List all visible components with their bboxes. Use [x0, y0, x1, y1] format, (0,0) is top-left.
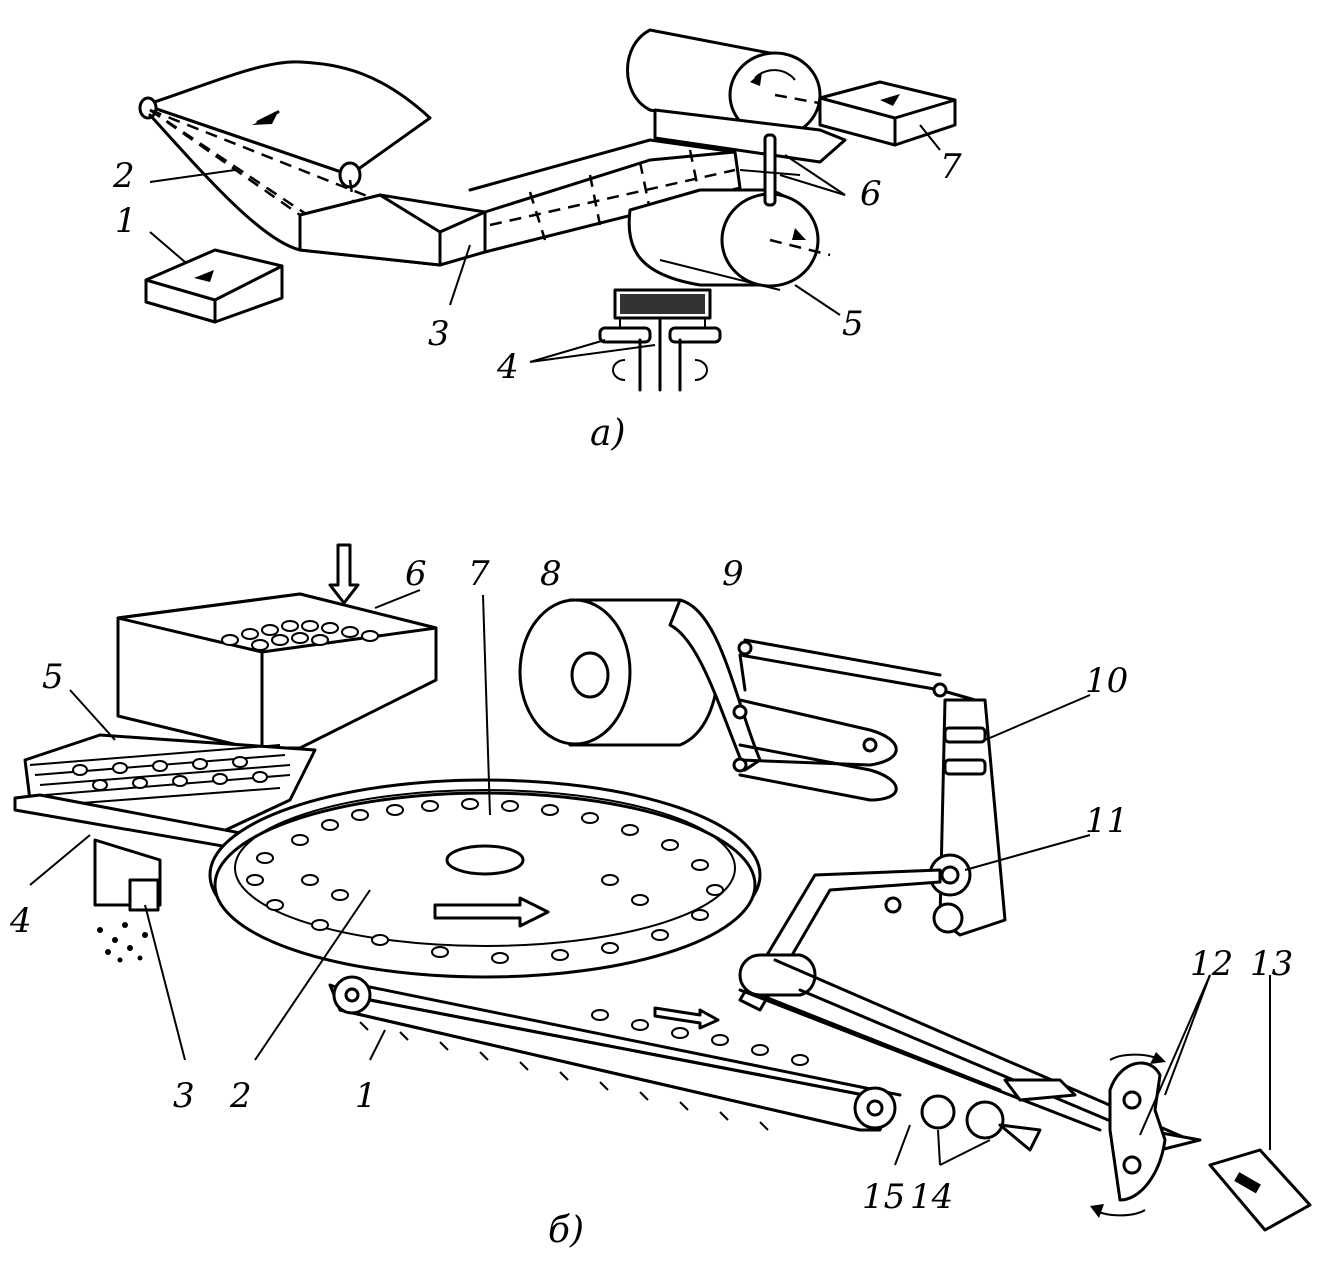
a-label-2: 2 — [112, 156, 135, 196]
a-label-4: 4 — [496, 347, 519, 387]
figure-a: 1 2 3 4 5 6 7 а) — [112, 28, 962, 454]
a-cutters — [739, 133, 801, 207]
a-leader-4a — [529, 339, 606, 363]
a-caption: а) — [590, 413, 626, 454]
b-chain-conveyor — [328, 975, 902, 1132]
b-label-11: 11 — [1085, 801, 1128, 841]
b-label-13: 13 — [1250, 944, 1293, 984]
b-festoon — [732, 638, 1007, 937]
a-label-6: 6 — [860, 174, 882, 214]
b-label-8: 8 — [540, 554, 562, 594]
a-leader-1 — [149, 231, 186, 263]
b-hopper — [116, 543, 438, 750]
a-leader-5 — [794, 284, 841, 316]
b-label-9: 9 — [722, 554, 744, 594]
figure-b: 5 4 3 2 1 6 7 8 9 10 11 12 13 14 15 б) — [9, 543, 1312, 1251]
a-brick-1 — [144, 248, 284, 324]
a-product-7 — [818, 80, 957, 147]
a-leader-4b — [529, 344, 656, 363]
b-package — [1208, 1148, 1312, 1232]
a-leader-7 — [919, 124, 941, 151]
a-leader-3 — [449, 244, 471, 306]
b-rotary-table — [208, 778, 762, 979]
a-leader-6b — [784, 154, 846, 196]
a-leader-2 — [149, 169, 236, 183]
b-label-10: 10 — [1085, 661, 1128, 701]
b-label-1: 1 — [355, 1076, 377, 1116]
b-label-5: 5 — [42, 657, 64, 697]
b-cutter-drum — [1090, 1052, 1167, 1218]
b-label-14: 14 — [910, 1177, 953, 1217]
b-sealing-unit — [920, 1078, 1202, 1152]
a-label-3: 3 — [428, 314, 450, 354]
a-leader-6a — [779, 174, 846, 196]
a-label-7: 7 — [940, 147, 962, 187]
b-label-6: 6 — [405, 554, 427, 594]
a-label-1: 1 — [115, 201, 137, 241]
a-drive-4 — [598, 288, 722, 392]
b-foil-roll — [518, 598, 762, 772]
b-label-12: 12 — [1190, 944, 1233, 984]
b-label-2: 2 — [229, 1076, 252, 1116]
a-lower-roller — [627, 188, 831, 291]
b-label-3: 3 — [173, 1076, 195, 1116]
a-label-5: 5 — [842, 304, 864, 344]
a-upper-roller — [626, 28, 847, 164]
b-caption: б) — [548, 1210, 584, 1251]
a-sheet-feeder — [138, 60, 442, 267]
b-leaders — [29, 589, 1271, 1166]
b-label-15: 15 — [862, 1177, 905, 1217]
b-label-4: 4 — [9, 901, 32, 941]
a-forming-channel — [298, 138, 742, 267]
b-label-7: 7 — [468, 554, 490, 594]
